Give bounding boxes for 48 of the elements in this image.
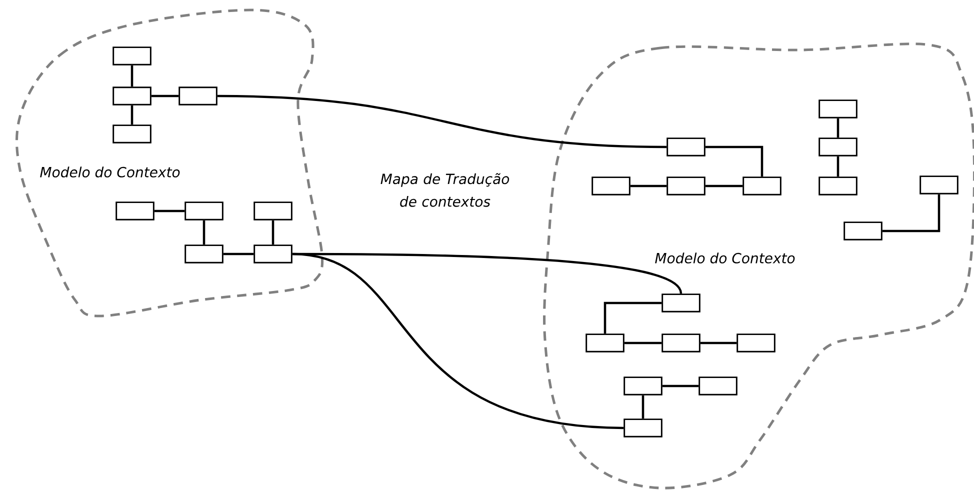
- empty-box: [666, 176, 706, 196]
- empty-box: [184, 244, 224, 264]
- connector-line: [836, 156, 840, 177]
- connector-line: [130, 65, 134, 87]
- empty-box: [254, 202, 292, 220]
- map-label: Mapa de Tradução de contextos: [380, 173, 510, 207]
- empty-box: [662, 334, 700, 352]
- connector-line: [705, 184, 743, 188]
- empty-box: [112, 124, 152, 144]
- empty-box: [742, 176, 782, 196]
- empty-box: [818, 138, 858, 156]
- connector-line: [630, 184, 667, 188]
- empty-box: [184, 202, 224, 220]
- empty-box: [818, 176, 858, 196]
- empty-box: [844, 222, 882, 240]
- connector-line: [272, 220, 274, 245]
- connector-line: [705, 146, 764, 177]
- connector-line: [154, 210, 185, 212]
- connector-line: [292, 252, 624, 430]
- empty-box: [662, 294, 700, 312]
- connector-line: [836, 118, 840, 138]
- connector-line: [662, 384, 699, 388]
- empty-box: [112, 86, 152, 106]
- connector-line: [217, 94, 667, 148]
- empty-box: [112, 46, 152, 66]
- empty-box: [592, 176, 630, 196]
- empty-box: [818, 100, 858, 118]
- connector-line: [882, 194, 940, 232]
- empty-box: [254, 244, 292, 264]
- connector-line: [604, 302, 662, 334]
- connector-line: [624, 342, 662, 344]
- dashed-region: Modelo do Contexto: [15, 8, 324, 318]
- connector-line: [642, 395, 644, 419]
- connector-line: [202, 220, 206, 245]
- empty-box: [666, 138, 706, 156]
- empty-box: [736, 334, 776, 352]
- connector-line: [151, 94, 179, 98]
- connector-line: [700, 342, 737, 344]
- connector-line: [223, 252, 254, 256]
- connector-line: [130, 105, 134, 125]
- empty-box: [920, 176, 958, 194]
- empty-box: [698, 376, 738, 396]
- empty-box: [116, 202, 154, 220]
- empty-box: [586, 334, 624, 352]
- empty-box: [624, 376, 662, 396]
- dashed-region: Modelo do Contexto: [543, 42, 974, 490]
- empty-box: [178, 86, 218, 106]
- empty-box: [624, 418, 662, 438]
